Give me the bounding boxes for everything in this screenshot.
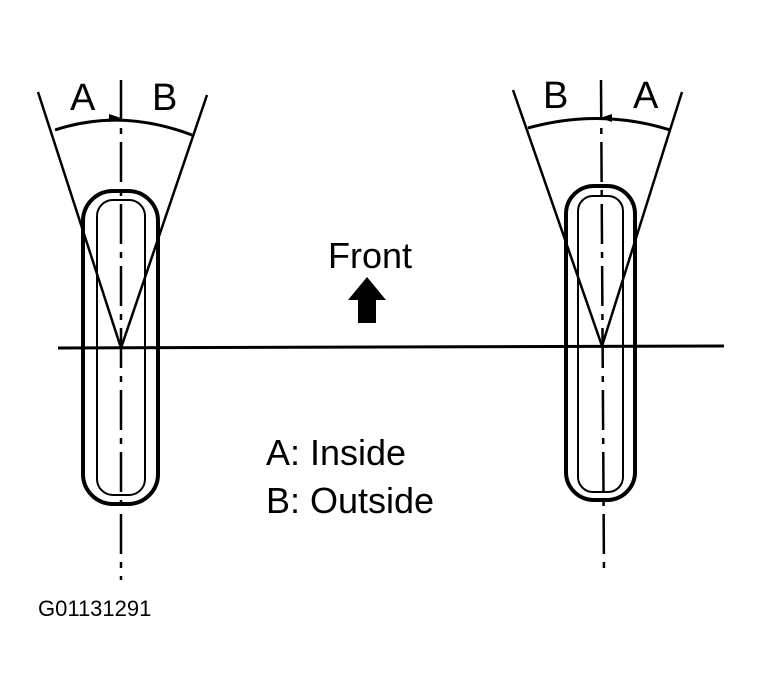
- right-angle-arc: [527, 116, 671, 132]
- legend-outside: B: Outside: [266, 480, 434, 521]
- left-arc-arrowhead: [109, 114, 121, 122]
- right-angle-label-b: B: [543, 75, 568, 117]
- figure-id: G01131291: [38, 596, 151, 621]
- left-angle-label-a: A: [70, 77, 96, 119]
- left-angle-line-b: [119, 94, 209, 349]
- right-tire-outline: [564, 184, 637, 502]
- right-arc-arrowhead: [600, 114, 612, 122]
- right-wheel: B A: [511, 75, 684, 576]
- right-angle-line-a: [600, 91, 684, 347]
- left-wheel: A B: [36, 77, 209, 580]
- left-angle-label-b: B: [152, 77, 177, 119]
- front-arrow-icon: [348, 277, 386, 323]
- front-label: Front: [328, 235, 412, 276]
- left-angle-arc: [54, 118, 193, 137]
- right-angle-line-b: [511, 89, 604, 347]
- legend-inside: A: Inside: [266, 432, 406, 473]
- axle-line: [57, 344, 725, 350]
- left-angle-line-a: [36, 91, 123, 349]
- left-tire-inner: [96, 199, 146, 496]
- right-wheel-centerline: [599, 79, 606, 576]
- right-angle-label-a: A: [633, 75, 659, 117]
